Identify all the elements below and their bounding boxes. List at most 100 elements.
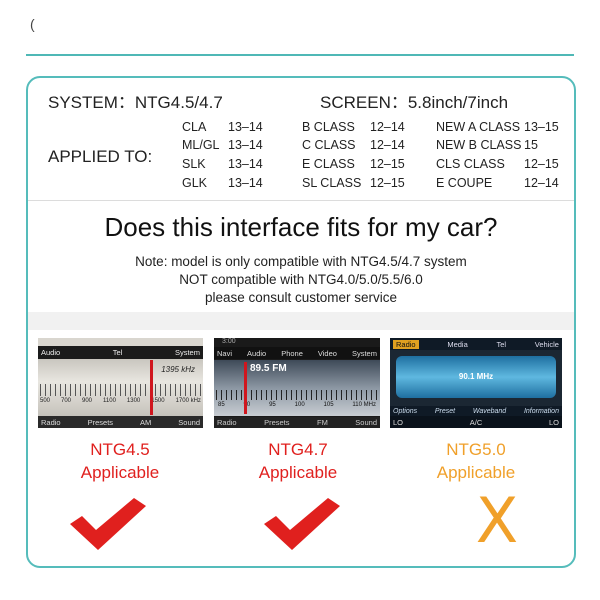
menu-audio: Audio xyxy=(247,348,267,358)
frequency-readout: 90.1 MHz xyxy=(458,372,494,381)
x-mark-icon: X xyxy=(475,484,519,557)
model-years: 12–15 xyxy=(524,157,559,171)
model-entry: SLK 13–14 xyxy=(182,157,263,171)
ntg47-screen: 3:00 Navi Audio Phone Video System 89.5 … xyxy=(214,338,380,428)
model-name: SL CLASS xyxy=(302,176,362,190)
page-question: Does this interface fits for my car? xyxy=(104,212,498,242)
climate-lo: LO xyxy=(548,417,559,427)
climate-lo: LO xyxy=(393,417,404,427)
scale-label: 900 xyxy=(82,398,93,404)
menu-sound: Sound xyxy=(355,418,377,427)
scale-label: 500 xyxy=(40,398,51,404)
ntg50-system-label: NTG5.0 xyxy=(446,440,506,459)
model-entry: C CLASS 12–14 xyxy=(302,138,405,152)
menu-fm: FM xyxy=(316,418,328,427)
header-rule xyxy=(26,54,574,56)
scale-label: 1500 xyxy=(151,398,165,404)
tuning-needle xyxy=(244,362,247,414)
ntg47-status-label: Applicable xyxy=(258,463,338,482)
screen-top-bar: Radio Media Tel Vehicle xyxy=(390,338,562,350)
gray-band xyxy=(28,312,574,330)
screen-top-bar: Navi Audio Phone Video System xyxy=(214,347,380,359)
model-name: CLA xyxy=(182,120,207,134)
menu-system: System xyxy=(351,348,377,358)
frequency-readout: 1395 kHz xyxy=(161,365,195,374)
menu-radio: Radio xyxy=(393,339,419,349)
model-years: 12–15 xyxy=(370,157,405,171)
menu-options: Options xyxy=(393,407,418,415)
menu-waveband: Waveband xyxy=(472,407,507,415)
menu-radio: Radio xyxy=(41,417,61,427)
model-years: 13–14 xyxy=(228,157,263,171)
scale-label: 100 xyxy=(294,402,305,408)
check-mark-icon xyxy=(70,498,146,550)
menu-audio: Audio xyxy=(41,348,61,357)
radio-dial xyxy=(214,360,380,416)
climate-ac: A/C xyxy=(469,417,483,427)
screen-bottom-bar: LO A/C LO xyxy=(390,416,562,428)
model-years: 12–15 xyxy=(370,176,405,190)
model-years: 13–15 xyxy=(524,120,559,134)
frequency-readout: 89.5 FM xyxy=(250,363,287,374)
model-entry: SL CLASS 12–15 xyxy=(302,176,405,190)
model-name: C CLASS xyxy=(302,138,356,152)
section-divider xyxy=(28,200,574,201)
scale-label: 1100 xyxy=(103,398,116,404)
applied-to-label: APPLIED TO: xyxy=(48,147,153,166)
tuning-needle xyxy=(150,360,153,415)
model-years: 13–14 xyxy=(228,176,263,190)
ntg50-screen: Radio Media Tel Vehicle 90.1 MHz Options… xyxy=(390,338,562,428)
check-mark-icon xyxy=(264,498,340,550)
model-name: SLK xyxy=(182,157,206,171)
model-entry: CLA 13–14 xyxy=(182,120,263,134)
menu-radio: Radio xyxy=(217,418,237,427)
ntg45-system-label: NTG4.5 xyxy=(90,440,150,459)
station-carousel xyxy=(396,356,556,398)
screen-bottom-bar: Radio Presets FM Sound xyxy=(214,417,380,428)
menu-presets: Presets xyxy=(264,418,290,427)
menu-phone: Phone xyxy=(281,348,303,358)
model-years: 12–14 xyxy=(370,138,405,152)
dial-scale: 85 90 95 100 105 110 MHz xyxy=(214,402,380,408)
ntg45-screen: Audio Tel System 1395 kHz 500 700 900 11… xyxy=(38,338,203,428)
menu-media: Media xyxy=(447,339,468,349)
compatibility-card: SYSTEM：NTG4.5/4.7 SCREEN：5.8inch/7inch A… xyxy=(26,76,576,568)
model-years: 13–14 xyxy=(228,120,263,134)
model-name: B CLASS xyxy=(302,120,355,134)
scale-label: 105 xyxy=(323,402,334,408)
scale-label: 1700 kHz xyxy=(175,398,201,404)
menu-presets: Presets xyxy=(87,417,114,427)
model-name: ML/GL xyxy=(182,138,220,152)
model-years: 13–14 xyxy=(228,138,263,152)
scale-label: 85 xyxy=(218,402,225,408)
clock-readout: 3:00 xyxy=(222,338,236,345)
screen-bottom-bar: Radio Presets AM Sound xyxy=(38,416,203,428)
menu-video: Video xyxy=(317,348,337,358)
model-entry: B CLASS 12–14 xyxy=(302,120,405,134)
ntg47-system-label: NTG4.7 xyxy=(268,440,328,459)
model-years: 12–14 xyxy=(524,176,559,190)
scale-label: 700 xyxy=(61,398,72,404)
menu-information: Information xyxy=(523,407,559,415)
note-line: please consult customer service xyxy=(204,290,398,305)
screen-top-bar: Audio Tel System xyxy=(38,346,203,359)
note-line: NOT compatible with NTG4.0/5.0/5.5/6.0 xyxy=(179,272,423,287)
menu-tel: Tel xyxy=(112,348,123,357)
ntg50-status-label: Applicable xyxy=(436,463,516,482)
system-spec: SYSTEM：NTG4.5/4.7 xyxy=(48,93,223,112)
screen-spec: SCREEN：5.8inch/7inch xyxy=(320,93,509,112)
menu-tel: Tel xyxy=(496,339,507,349)
model-years: 12–14 xyxy=(370,120,405,134)
dial-ticks xyxy=(40,384,201,396)
header-mark: ( xyxy=(30,16,35,32)
menu-am: AM xyxy=(140,417,152,427)
menu-system: System xyxy=(174,348,200,357)
menu-navi: Navi xyxy=(217,348,233,358)
note-line: Note: model is only compatible with NTG4… xyxy=(135,254,467,269)
